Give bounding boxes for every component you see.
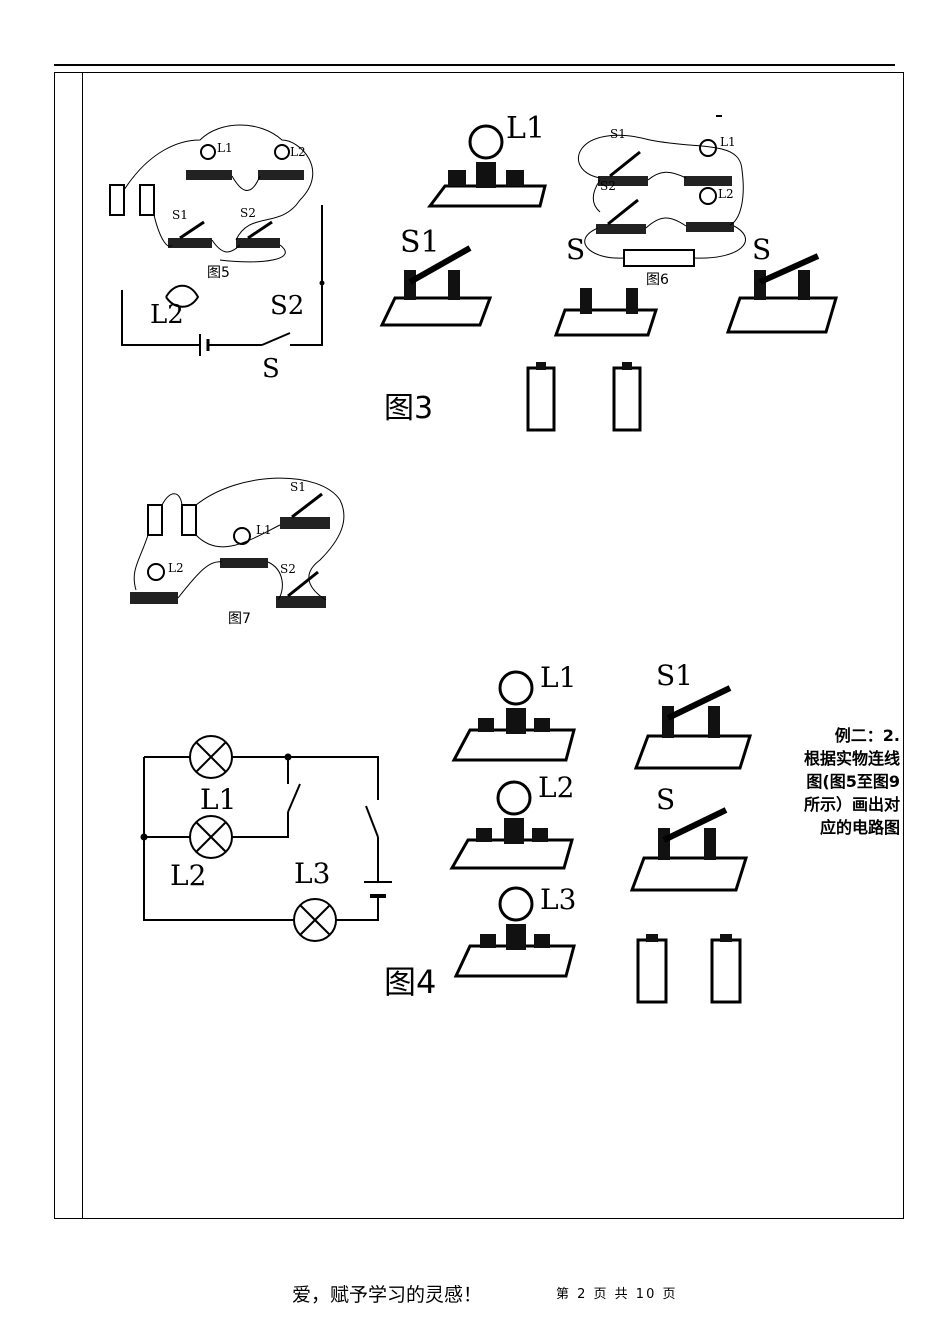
- fig7-label-s1: S1: [290, 480, 306, 494]
- example-note-line-2: 根据实物连线: [803, 749, 900, 768]
- fig5-label-l2: L2: [290, 145, 306, 159]
- example-note: 例二：2. 根据实物连线 图(图5至图9 所示）画出对 应的电路图: [776, 724, 900, 839]
- fig5-label-s1: S1: [172, 208, 188, 222]
- fig6-label-s2: S2: [600, 179, 616, 193]
- fig4-schematic-label-l2: L2: [170, 859, 207, 892]
- fig4-caption: 图4: [384, 963, 437, 1001]
- footer-slogan: 爱，赋予学习的灵感！: [292, 1284, 483, 1306]
- fig3-label-l1: L1: [506, 111, 546, 146]
- fig6-label-l1: L1: [720, 135, 736, 149]
- fig5-schematic-label-s: S: [262, 354, 280, 384]
- fig3-label-s-right: S: [752, 233, 772, 266]
- header-rule: [54, 64, 895, 66]
- fig3-label-s1: S1: [400, 225, 440, 260]
- fig4-device-label-l3: L3: [540, 883, 577, 916]
- fig4-device-label-l1: L1: [540, 661, 577, 694]
- frame-bottom: [54, 1218, 904, 1219]
- fig7-caption: 图7: [228, 611, 251, 627]
- fig4-device-label-s: S: [656, 783, 676, 816]
- fig7-label-l1: L1: [256, 523, 272, 537]
- fig6-label-l2: L2: [718, 187, 734, 201]
- fig3-caption: 图3: [384, 391, 434, 426]
- fig3-label-s-middle: S: [566, 233, 586, 266]
- example-note-line-5: 应的电路图: [819, 818, 900, 837]
- fig5-label-s2: S2: [240, 206, 256, 220]
- fig4-device-label-s1: S1: [656, 659, 693, 692]
- fig5-label-l1: L1: [217, 141, 233, 155]
- fig5-schematic-label-s2: S2: [270, 291, 305, 321]
- fig4-schematic-label-l3: L3: [294, 857, 331, 890]
- fig5-caption: 图5: [207, 265, 230, 281]
- example-note-line-4: 所示）画出对: [803, 795, 900, 814]
- example-note-line-1: 例二：2.: [834, 726, 900, 745]
- frame-left: [54, 72, 55, 1219]
- footer-page-number: 第 2 页 共 10 页: [556, 1287, 678, 1302]
- fig6-caption: 图6: [646, 272, 669, 288]
- fig5-schematic-label-l2: L2: [150, 300, 184, 330]
- fig6-label-s1: S1: [610, 127, 626, 141]
- example-note-line-3: 图(图5至图9: [806, 772, 900, 791]
- fig4-schematic-label-l1: L1: [200, 783, 237, 816]
- fig7-label-s2: S2: [280, 562, 296, 576]
- fig7-label-l2: L2: [168, 561, 184, 575]
- frame-right: [903, 72, 904, 1219]
- frame-top: [54, 72, 904, 73]
- fig4-device-label-l2: L2: [538, 771, 575, 804]
- frame-divider: [82, 72, 83, 1219]
